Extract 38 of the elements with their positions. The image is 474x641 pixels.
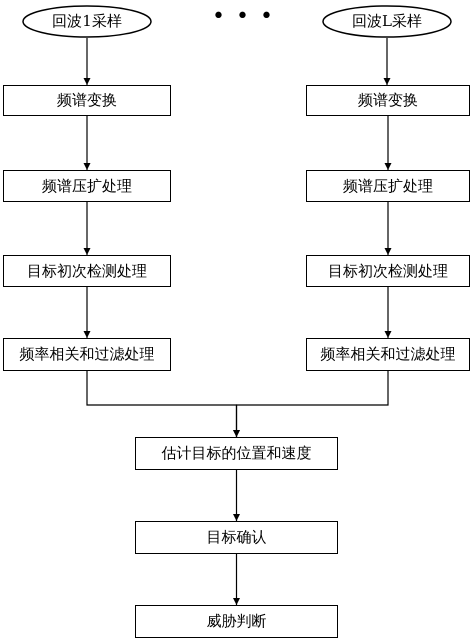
arrow bbox=[84, 202, 90, 255]
node-label: 频率相关和过滤处理 bbox=[20, 345, 154, 364]
node-label: 威胁判断 bbox=[206, 612, 266, 631]
process-box bbox=[135, 437, 338, 470]
node-label: 频谱变换 bbox=[57, 91, 117, 110]
node-label: 频谱变换 bbox=[358, 91, 418, 110]
arrow bbox=[233, 554, 240, 605]
start-ellipse bbox=[22, 5, 152, 38]
node-label: 估计目标的位置和速度 bbox=[162, 444, 312, 463]
ellipsis-dots: • • • bbox=[212, 4, 275, 29]
process-box bbox=[135, 605, 338, 638]
arrow bbox=[384, 38, 390, 85]
process-box bbox=[135, 521, 338, 554]
node-label: 频谱压扩处理 bbox=[343, 176, 433, 196]
process-box bbox=[306, 85, 470, 116]
arrow bbox=[233, 470, 240, 521]
process-box bbox=[306, 338, 470, 371]
node-label: 回波L采样 bbox=[352, 12, 422, 31]
node-label: 目标初次检测处理 bbox=[328, 262, 448, 280]
node-label: 回波1采样 bbox=[52, 12, 122, 31]
process-box bbox=[306, 170, 470, 202]
node-label: 频率相关和过滤处理 bbox=[320, 345, 456, 364]
arrow bbox=[84, 287, 90, 338]
arrow bbox=[384, 202, 392, 255]
process-box bbox=[3, 85, 171, 116]
process-box bbox=[306, 255, 470, 287]
arrow bbox=[384, 287, 392, 338]
arrow bbox=[384, 116, 392, 170]
process-box bbox=[3, 255, 171, 287]
arrow bbox=[84, 38, 90, 85]
arrow bbox=[233, 371, 389, 437]
start-ellipse bbox=[322, 5, 452, 38]
process-box bbox=[3, 338, 171, 371]
node-label: 频谱压扩处理 bbox=[42, 176, 132, 196]
arrow bbox=[84, 116, 90, 170]
node-label: 目标初次检测处理 bbox=[27, 262, 147, 280]
process-box bbox=[3, 170, 171, 202]
node-label: 目标确认 bbox=[206, 528, 266, 547]
